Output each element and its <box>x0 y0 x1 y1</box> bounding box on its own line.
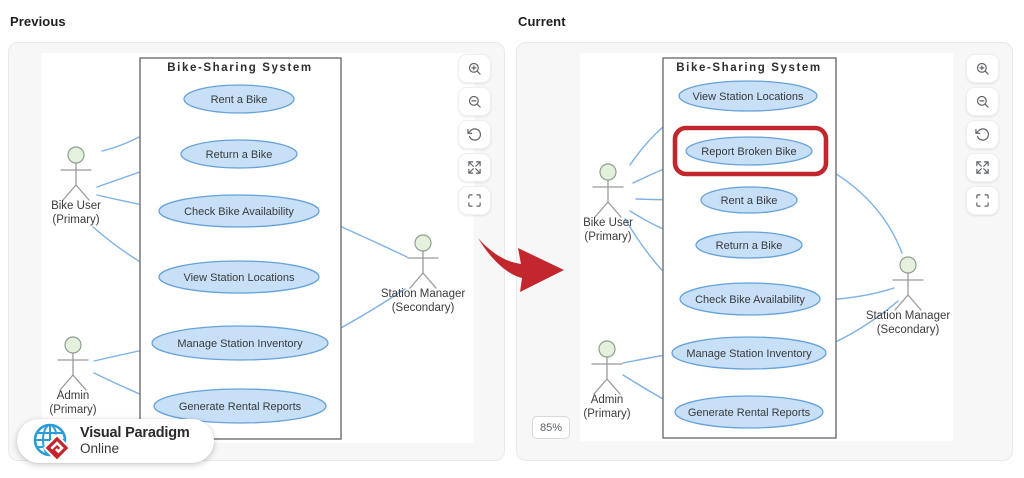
use-case-report-broken-bike: Report Broken Bike <box>685 136 813 166</box>
svg-text:Rent a Bike: Rent a Bike <box>211 94 268 106</box>
reset-view-icon <box>975 128 990 141</box>
actor-station-manager: Station Manager (Secondary) <box>381 234 466 314</box>
svg-text:(Secondary): (Secondary) <box>877 324 940 336</box>
zoom-out-button[interactable] <box>966 87 999 116</box>
svg-text:(Primary): (Primary) <box>584 231 631 243</box>
actor-admin: Admin (Primary) <box>583 340 631 420</box>
vp-diamond-icon <box>42 433 72 462</box>
svg-text:Generate Rental Reports: Generate Rental Reports <box>179 401 302 413</box>
reset-view-button[interactable] <box>966 120 999 149</box>
zoom-in-icon <box>468 62 481 75</box>
zoom-in-icon <box>976 62 989 75</box>
actor-bike-user: Bike User (Primary) <box>51 146 101 226</box>
svg-text:Return a Bike: Return a Bike <box>206 149 273 161</box>
logo-text: Visual Paradigm Online <box>80 424 190 456</box>
previous-panel-label: Previous <box>10 14 66 29</box>
svg-text:Check Bike Availability: Check Bike Availability <box>695 294 805 306</box>
globe-icon <box>33 423 72 462</box>
expand-button[interactable] <box>458 153 491 182</box>
svg-text:Check Bike Availability: Check Bike Availability <box>184 206 294 218</box>
svg-text:Bike User: Bike User <box>51 200 101 212</box>
system-title: Bike-Sharing System <box>167 62 312 74</box>
system-boundary-box <box>139 57 342 440</box>
previous-zoom-controls <box>458 54 491 215</box>
expand-button[interactable] <box>966 153 999 182</box>
zoom-in-button[interactable] <box>458 54 491 83</box>
current-diagram-card: Bike-Sharing System View Station Locatio… <box>516 42 1013 461</box>
system-title: Bike-Sharing System <box>676 62 821 74</box>
fullscreen-button[interactable] <box>458 186 491 215</box>
svg-text:(Secondary): (Secondary) <box>392 302 455 314</box>
current-diagram-canvas[interactable]: Bike-Sharing System View Station Locatio… <box>517 43 1013 461</box>
visual-paradigm-online-logo[interactable]: Visual Paradigm Online <box>17 419 214 463</box>
current-zoom-controls <box>966 54 999 215</box>
use-case-check-bike-availability: Check Bike Availability <box>679 282 821 316</box>
use-case-return-a-bike: Return a Bike <box>180 139 298 169</box>
use-case-manage-station-inventory: Manage Station Inventory <box>151 325 329 361</box>
svg-text:Return a Bike: Return a Bike <box>716 240 783 252</box>
use-case-generate-rental-reports: Generate Rental Reports <box>674 395 824 429</box>
actor-bike-user: Bike User (Primary) <box>583 163 633 243</box>
svg-text:(Primary): (Primary) <box>52 214 99 226</box>
reset-view-icon <box>467 128 482 141</box>
fullscreen-icon <box>468 194 481 207</box>
use-case-return-a-bike: Return a Bike <box>695 231 803 259</box>
use-case-rent-a-bike: Rent a Bike <box>700 186 798 214</box>
zoom-out-icon <box>976 95 989 108</box>
use-case-generate-rental-reports: Generate Rental Reports <box>153 388 327 424</box>
zoom-out-button[interactable] <box>458 87 491 116</box>
expand-icon <box>976 161 989 174</box>
zoom-in-button[interactable] <box>966 54 999 83</box>
svg-text:Manage Station Inventory: Manage Station Inventory <box>177 338 303 350</box>
svg-text:Manage Station Inventory: Manage Station Inventory <box>686 348 812 360</box>
change-arrow-icon <box>478 238 564 292</box>
logo-brand-name: Visual Paradigm <box>80 424 190 441</box>
zoom-out-icon <box>468 95 481 108</box>
fullscreen-icon <box>976 194 989 207</box>
svg-text:(Primary): (Primary) <box>583 408 630 420</box>
zoom-level-badge: 85% <box>532 416 570 439</box>
svg-text:Rent a Bike: Rent a Bike <box>721 195 778 207</box>
use-case-view-station-locations: View Station Locations <box>678 80 818 112</box>
logo-product-name: Online <box>80 440 120 456</box>
svg-text:Station Manager: Station Manager <box>381 288 466 300</box>
use-case-rent-a-bike: Rent a Bike <box>183 84 295 114</box>
use-case-view-station-locations: View Station Locations <box>158 260 320 294</box>
use-case-check-bike-availability: Check Bike Availability <box>158 194 320 228</box>
reset-view-button[interactable] <box>458 120 491 149</box>
actor-station-manager: Station Manager (Secondary) <box>866 256 951 336</box>
change-highlight-box <box>672 125 829 177</box>
svg-text:Admin: Admin <box>591 394 624 406</box>
use-case-manage-station-inventory: Manage Station Inventory <box>671 336 827 370</box>
svg-text:View Station Locations: View Station Locations <box>692 91 804 103</box>
expand-icon <box>468 161 481 174</box>
svg-text:Admin: Admin <box>57 390 90 402</box>
svg-text:(Primary): (Primary) <box>49 404 96 416</box>
actor-admin: Admin (Primary) <box>49 336 97 416</box>
svg-text:Bike User: Bike User <box>583 217 633 229</box>
previous-diagram-card: Bike-Sharing System Rent a Bike Return a… <box>8 42 505 461</box>
svg-text:Generate Rental Reports: Generate Rental Reports <box>688 407 811 419</box>
previous-diagram-canvas[interactable]: Bike-Sharing System Rent a Bike Return a… <box>9 43 505 461</box>
svg-text:Station Manager: Station Manager <box>866 310 951 322</box>
svg-text:Report Broken Bike: Report Broken Bike <box>701 146 796 158</box>
svg-text:View Station Locations: View Station Locations <box>183 272 295 284</box>
fullscreen-button[interactable] <box>966 186 999 215</box>
current-panel-label: Current <box>518 14 566 29</box>
